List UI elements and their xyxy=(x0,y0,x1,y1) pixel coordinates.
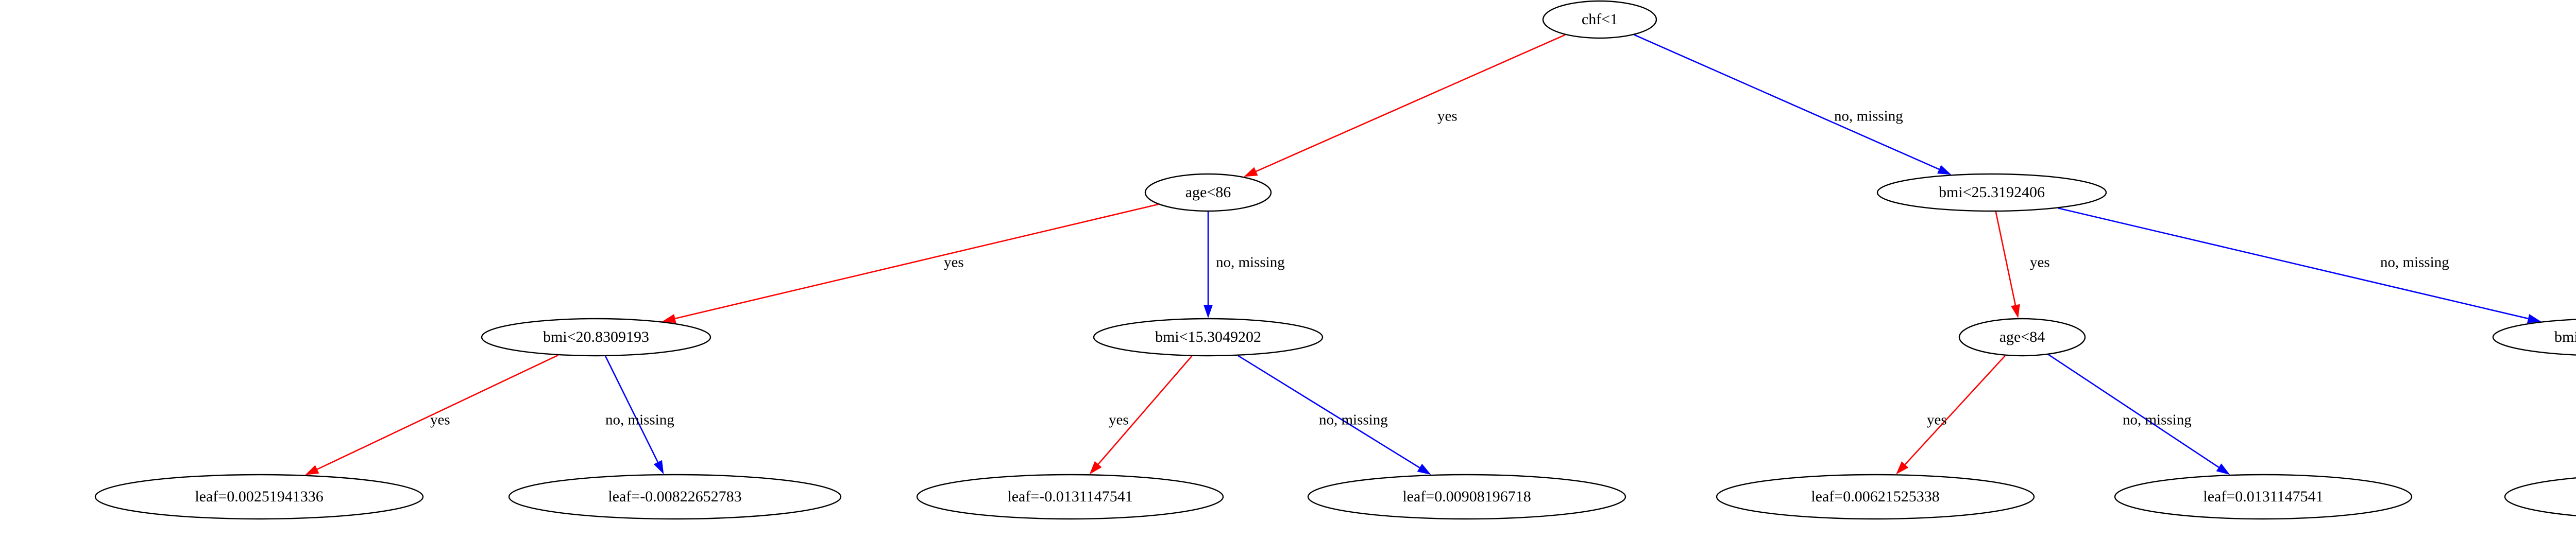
tree-leaf-node[interactable]: leaf=0.00251941336 xyxy=(94,474,424,520)
nodes-layer: chf<1 age<86 bmi<25.3192406 bmi<20.8309193 b… xyxy=(94,0,2576,520)
node-ellipse xyxy=(481,318,711,357)
tree-edge-yes xyxy=(317,354,558,470)
node-label: age<86 xyxy=(1185,184,1231,201)
node-ellipse xyxy=(1307,474,1626,520)
tree-edge-no xyxy=(2048,354,2219,468)
tree-leaf-node[interactable]: leaf=-0.00822652783 xyxy=(508,474,842,520)
edge-labels-layer: yes no, missing yes no, missing yes no, missi… xyxy=(430,108,2449,428)
tree-edge-no xyxy=(1238,355,1420,468)
edge-label-yes: yes xyxy=(1927,412,1947,428)
tree-edge-no xyxy=(2058,207,2529,320)
edge-arrowhead-icon xyxy=(1937,165,1952,175)
edge-label-yes: yes xyxy=(1437,108,1458,125)
edge-arrowhead-icon xyxy=(1896,461,1909,475)
tree-split-node[interactable]: age<84 xyxy=(1958,318,2086,357)
edge-label-no: no, missing xyxy=(605,412,674,428)
node-ellipse xyxy=(1144,173,1272,212)
edge-label-yes: yes xyxy=(430,412,450,428)
node-label: chf<1 xyxy=(1582,11,1618,28)
tree-leaf-node[interactable]: leaf=-0.012950819 xyxy=(2504,475,2576,519)
node-label: bmi<25.3192406 xyxy=(1939,184,2045,201)
tree-edge-yes xyxy=(675,203,1159,319)
tree-split-node[interactable]: bmi<25.8431492 xyxy=(2492,319,2576,356)
node-label: leaf=0.0131147541 xyxy=(2203,488,2323,505)
node-ellipse xyxy=(1542,0,1657,39)
tree-leaf-node[interactable]: leaf=-0.0131147541 xyxy=(916,474,1224,520)
tree-leaf-node[interactable]: leaf=0.00908196718 xyxy=(1307,474,1626,520)
edge-arrowhead-icon xyxy=(1089,461,1102,475)
edge-arrowhead-icon xyxy=(305,465,319,475)
node-ellipse xyxy=(1958,318,2086,357)
tree-edge-yes xyxy=(1904,355,2006,465)
edges-layer xyxy=(305,34,2541,475)
edge-arrowhead-icon xyxy=(2216,463,2230,475)
node-label: bmi<25.8431492 xyxy=(2554,328,2576,345)
tree-edge-yes xyxy=(1097,355,1193,465)
tree-edge-yes xyxy=(1995,211,2016,305)
node-ellipse xyxy=(1093,318,1324,357)
edge-arrowhead-icon xyxy=(662,314,676,323)
tree-split-node[interactable]: bmi<20.8309193 xyxy=(481,318,711,357)
node-label: leaf=-0.00822652783 xyxy=(608,488,741,505)
tree-split-node[interactable]: bmi<25.3192406 xyxy=(1876,173,2107,212)
node-ellipse xyxy=(2114,474,2413,520)
node-label: leaf=0.00621525338 xyxy=(1811,488,1939,505)
edge-label-yes: yes xyxy=(944,254,964,271)
node-ellipse xyxy=(1876,173,2107,212)
edge-label-no: no, missing xyxy=(1834,108,1903,125)
tree-edge-no xyxy=(1634,34,1940,170)
edge-label-no: no, missing xyxy=(1216,254,1285,271)
edge-label-no: no, missing xyxy=(2380,254,2449,271)
edge-arrowhead-icon xyxy=(1204,305,1213,318)
tree-split-node[interactable]: bmi<15.3049202 xyxy=(1093,318,1324,357)
node-ellipse xyxy=(508,474,842,520)
node-ellipse xyxy=(2492,319,2576,356)
tree-leaf-node[interactable]: leaf=0.0131147541 xyxy=(2114,474,2413,520)
edge-arrowhead-icon xyxy=(2527,314,2541,323)
edge-arrowhead-icon xyxy=(653,460,664,475)
node-label: leaf=0.00251941336 xyxy=(195,488,323,505)
edge-arrowhead-icon xyxy=(1244,167,1258,177)
node-label: age<84 xyxy=(1999,328,2045,345)
node-label: leaf=-0.0131147541 xyxy=(1007,488,1132,505)
node-ellipse xyxy=(2504,477,2576,516)
tree-split-node[interactable]: age<86 xyxy=(1144,173,1272,212)
edge-label-yes: yes xyxy=(2030,254,2050,271)
edge-label-no: no, missing xyxy=(2123,412,2192,428)
tree-edge-no xyxy=(605,356,658,463)
edge-arrowhead-icon xyxy=(1417,463,1431,475)
node-ellipse xyxy=(94,474,424,520)
node-label: bmi<20.8309193 xyxy=(543,328,649,345)
node-label: bmi<15.3049202 xyxy=(1155,328,1261,345)
tree-leaf-node[interactable]: leaf=0.00621525338 xyxy=(1716,474,2035,520)
node-label: leaf=0.00908196718 xyxy=(1402,488,1531,505)
edge-label-no: no, missing xyxy=(1319,412,1388,428)
node-ellipse xyxy=(916,474,1224,520)
edge-label-yes: yes xyxy=(1109,412,1129,428)
tree-split-node[interactable]: chf<1 xyxy=(1542,0,1657,39)
tree-edge-yes xyxy=(1256,34,1566,172)
node-ellipse xyxy=(1716,474,2035,520)
edge-arrowhead-icon xyxy=(2011,304,2020,319)
